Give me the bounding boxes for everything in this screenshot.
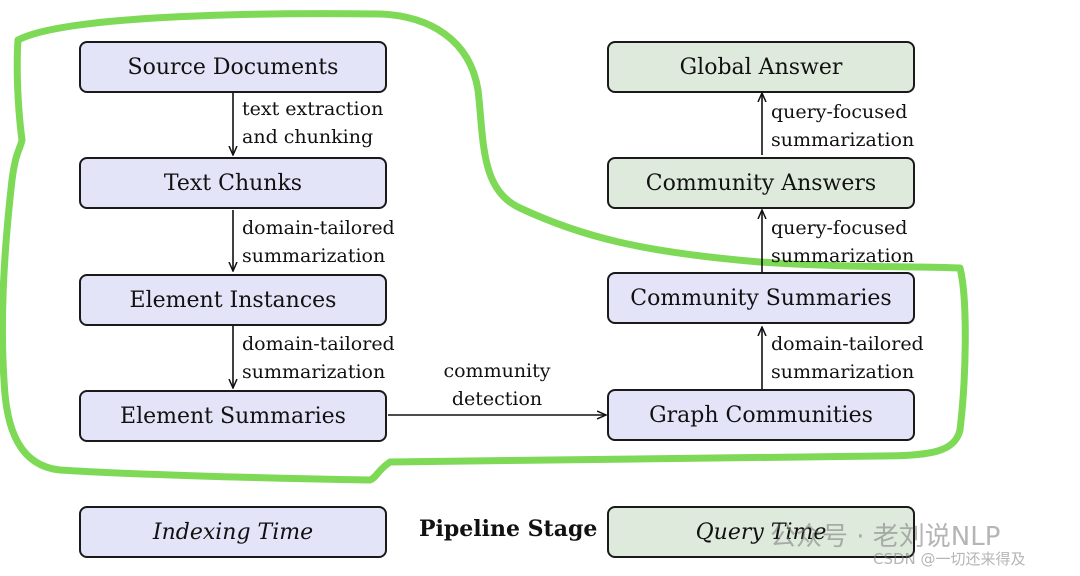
edge-label-line: summarization	[242, 245, 386, 267]
edge-label-line: domain-tailored	[242, 333, 395, 355]
edge-label-instances-to-summaries: domain-tailored summarization	[242, 330, 395, 386]
box-text-chunks: Text Chunks	[79, 157, 387, 209]
edge-label-summaries-to-graph: community detection	[420, 357, 574, 413]
box-global-answer: Global Answer	[607, 41, 915, 93]
edge-label-answers-to-global: query-focused summarization	[771, 98, 914, 154]
edge-label-chunks-to-instances: domain-tailored summarization	[242, 214, 395, 270]
edge-label-line: summarization	[771, 245, 915, 267]
watermark-sub: CSDN @一切还来得及	[873, 550, 1026, 568]
edge-label-line: query-focused	[771, 101, 908, 123]
box-source-documents: Source Documents	[79, 41, 387, 93]
edge-label-line: summarization	[771, 361, 915, 383]
box-element-instances: Element Instances	[79, 274, 387, 326]
legend-indexing-time: Indexing Time	[79, 506, 387, 558]
highlight-outline	[0, 10, 969, 484]
edge-label-line: community	[443, 360, 551, 382]
edge-label-graph-to-comm-summaries: domain-tailored summarization	[771, 330, 924, 386]
edge-label-line: domain-tailored	[242, 217, 395, 239]
box-community-answers: Community Answers	[607, 157, 915, 209]
edge-label-line: and chunking	[242, 126, 374, 148]
box-graph-communities: Graph Communities	[607, 389, 915, 441]
legend-query-time: Query Time	[607, 506, 915, 558]
box-community-summaries: Community Summaries	[607, 272, 915, 324]
edge-label-line: domain-tailored	[771, 333, 924, 355]
watermark-main: 公众号 · 老刘说NLP	[770, 522, 1001, 552]
edge-label-line: detection	[451, 388, 543, 410]
box-element-summaries: Element Summaries	[79, 390, 387, 442]
edge-label-src-to-chunks: text extraction and chunking	[242, 95, 383, 151]
edge-label-line: query-focused	[771, 217, 908, 239]
edge-label-line: summarization	[771, 129, 915, 151]
legend-pipeline-stage: Pipeline Stage	[419, 516, 598, 542]
edge-label-comm-summaries-to-answers: query-focused summarization	[771, 214, 914, 270]
edge-label-line: text extraction	[242, 98, 384, 120]
edge-label-line: summarization	[242, 361, 386, 383]
